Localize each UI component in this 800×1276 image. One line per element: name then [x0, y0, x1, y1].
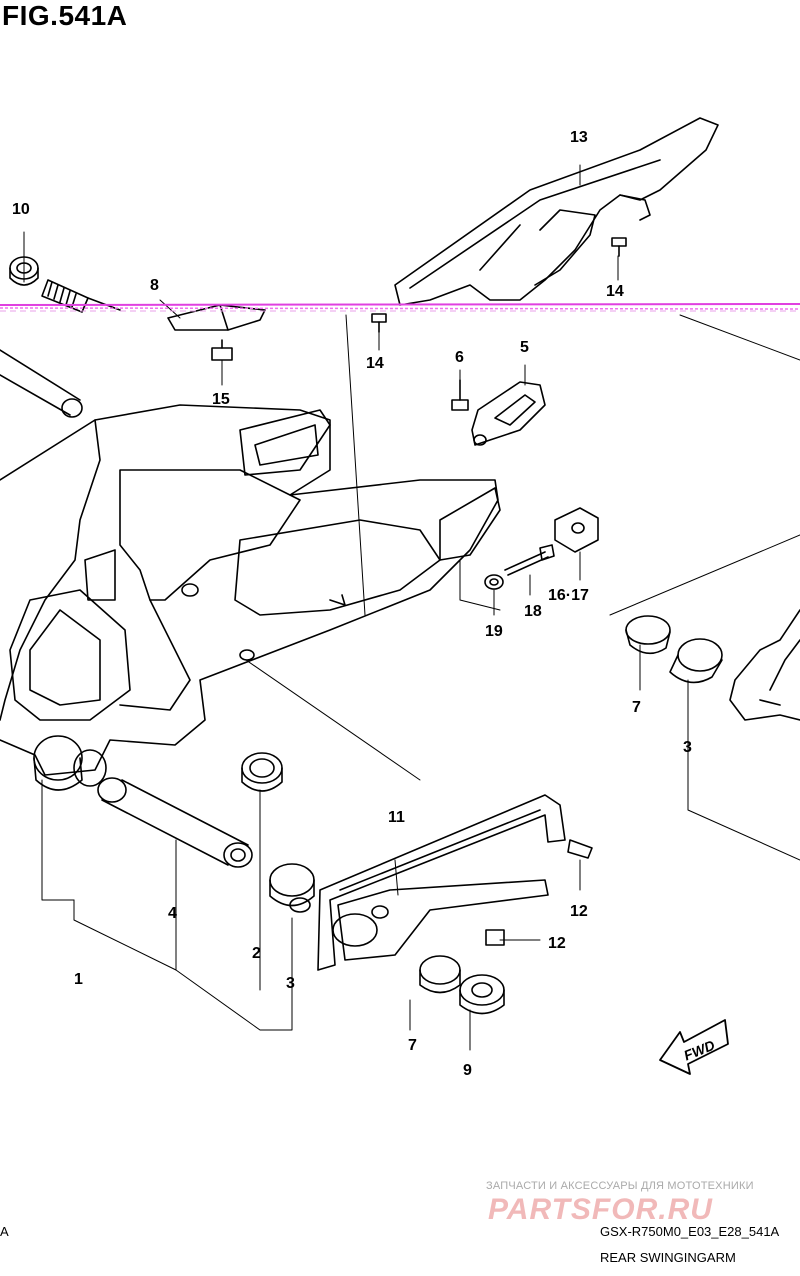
- part-12-bolt-lower: [485, 929, 505, 946]
- pivot-shaft: [0, 349, 83, 418]
- callout-19: 19: [485, 623, 503, 640]
- part-16-17-block: [554, 507, 599, 553]
- callout-10: 10: [12, 201, 30, 218]
- callout-11: 11: [388, 809, 405, 826]
- callout-4: 4: [168, 905, 177, 922]
- part-14-bolt-lower: [371, 313, 387, 333]
- part-7-spacer-right: [625, 615, 671, 655]
- part-18-bolt: [504, 544, 555, 576]
- part-11-chain-buffer: [317, 794, 566, 971]
- callout-5: 5: [520, 339, 529, 356]
- watermark-tagline: ЗАПЧАСТИ И АКСЕССУАРЫ ДЛЯ МОТОТЕХНИКИ: [486, 1180, 754, 1192]
- callout-12-upper: 12: [570, 903, 588, 920]
- part-14-bolt-upper: [611, 237, 627, 257]
- edge-fragment: A: [0, 1224, 9, 1239]
- figure-title: FIG.541A: [2, 0, 128, 31]
- part-12-bolt-upper: [567, 839, 593, 859]
- callout-14-upper: 14: [606, 283, 624, 300]
- callout-7-lower: 7: [408, 1037, 417, 1054]
- callout-7-right: 7: [632, 699, 641, 716]
- callout-2: 2: [252, 945, 261, 962]
- callout-9: 9: [463, 1062, 472, 1079]
- part-13-chain-guard: [394, 117, 719, 306]
- scan-artifact-line: [0, 303, 800, 312]
- pivot-boss: [33, 735, 107, 791]
- callout-18: 18: [524, 603, 542, 620]
- callout-3-left: 3: [286, 975, 295, 992]
- part-2-bearing: [241, 752, 283, 792]
- callout-6: 6: [455, 349, 464, 366]
- part-3-bush-left: [269, 863, 315, 913]
- callout-13: 13: [570, 129, 588, 146]
- callout-8: 8: [150, 277, 159, 294]
- callout-15: 15: [212, 391, 230, 408]
- fwd-arrow: [659, 1019, 729, 1075]
- part-9-nut: [459, 974, 505, 1015]
- part-19-washer: [484, 574, 504, 590]
- part-6-bolt: [451, 379, 469, 411]
- callout-14-lower: 14: [366, 355, 384, 372]
- callout-16-17: 16·17: [548, 587, 589, 604]
- watermark-logo: PARTSFOR.RU: [488, 1193, 713, 1226]
- swingarm-right-partial: [729, 609, 800, 721]
- part-4-sleeve: [97, 777, 253, 868]
- part-3-bush-right: [669, 638, 723, 684]
- part-5-adjuster: [471, 381, 546, 446]
- part-7-spacer-lower: [419, 955, 461, 994]
- callout-12-lower: 12: [548, 935, 566, 952]
- leader-lines: [23, 164, 800, 1051]
- figure-code: GSX-R750M0_E03_E28_541A: [600, 1224, 780, 1239]
- callout-1: 1: [74, 971, 83, 988]
- part-1-swingarm: [0, 404, 501, 776]
- part-15-bolt: [211, 339, 233, 361]
- callout-3-right: 3: [683, 739, 692, 756]
- figure-caption: REAR SWINGINGARM: [600, 1250, 736, 1265]
